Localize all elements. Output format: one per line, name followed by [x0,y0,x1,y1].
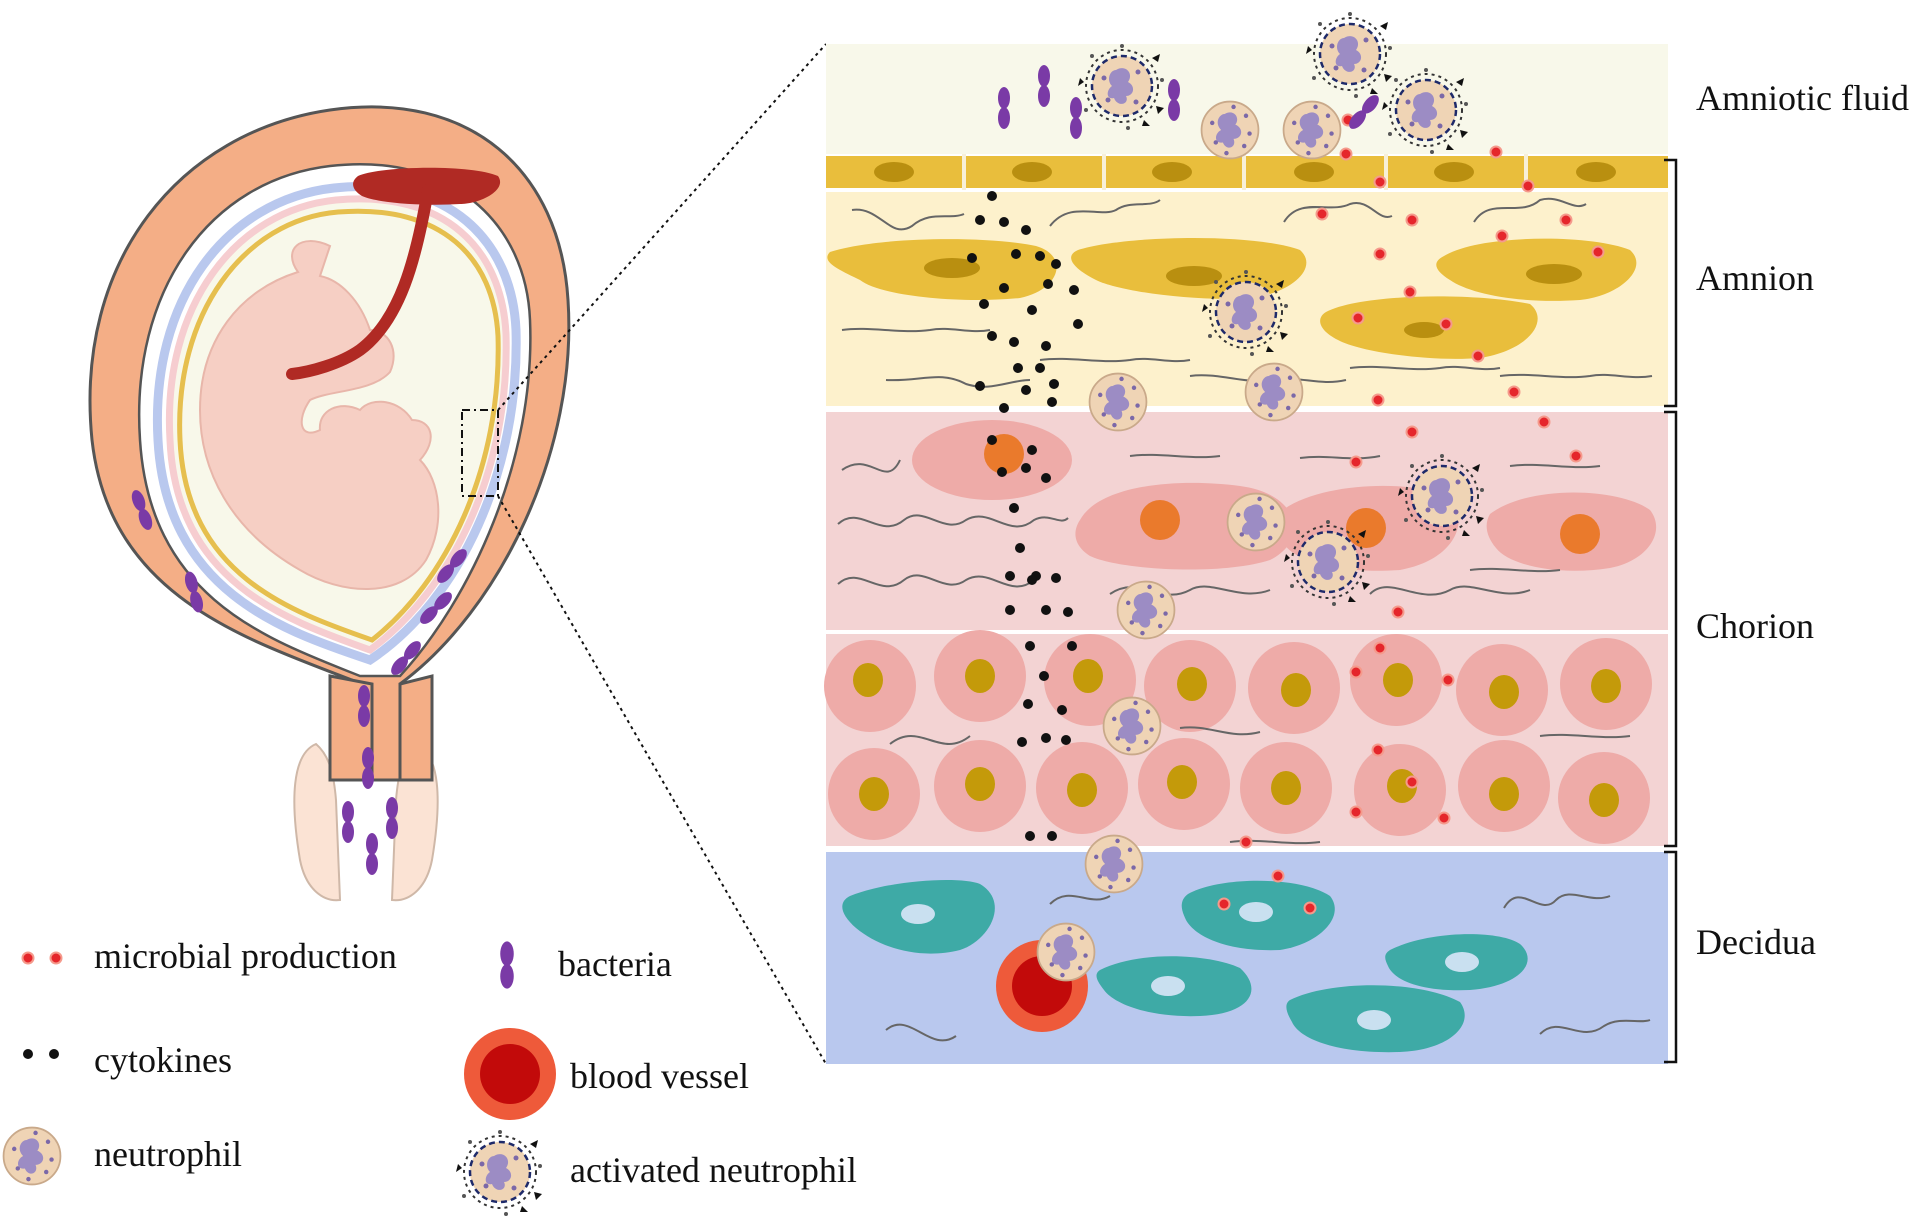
legend-neutrophil: neutrophil [94,1134,242,1174]
legend-cytokines-icon [23,1049,59,1059]
amnion-epithelium [826,154,1668,190]
legend-bacteria-icon [500,941,514,989]
chorion-membrane [152,182,521,665]
label-amnion: Amnion [1696,258,1814,298]
legend-microbial-production: microbial production [94,936,397,976]
legend-cytokines: cytokines [94,1040,232,1080]
legend-microbial-production-icon [21,951,63,965]
inset-box [461,409,499,497]
legend-blood-vessel: blood vessel [570,1056,749,1096]
layer-braces [1664,158,1678,1064]
legend-activated-neutrophil-icon [456,1128,544,1216]
fetus [198,240,440,590]
uterus-illustration [88,105,571,902]
zoom-line-top [497,43,827,411]
decidua-cells [842,880,1528,1053]
chorion-lower-nuclei [853,659,1621,817]
legend: microbial production bacteria cytokines … [2,936,857,1216]
legend-bacteria: bacteria [558,944,672,984]
collagen-fibers [837,197,1653,1042]
tissue-cross-section [824,10,1678,1064]
cytokine-trail [967,191,1083,841]
label-amniotic-fluid: Amniotic fluid [1696,78,1909,118]
label-chorion: Chorion [1696,606,1814,646]
legend-neutrophil-icon [2,1126,62,1186]
amnion-cells [827,237,1637,359]
legend-activated-neutrophil: activated neutrophil [570,1150,857,1190]
zoom-line-bottom [497,495,827,1065]
label-decidua: Decidua [1696,922,1816,962]
umbilical-cord [286,184,434,380]
legend-blood-vessel-icon [464,1028,556,1120]
